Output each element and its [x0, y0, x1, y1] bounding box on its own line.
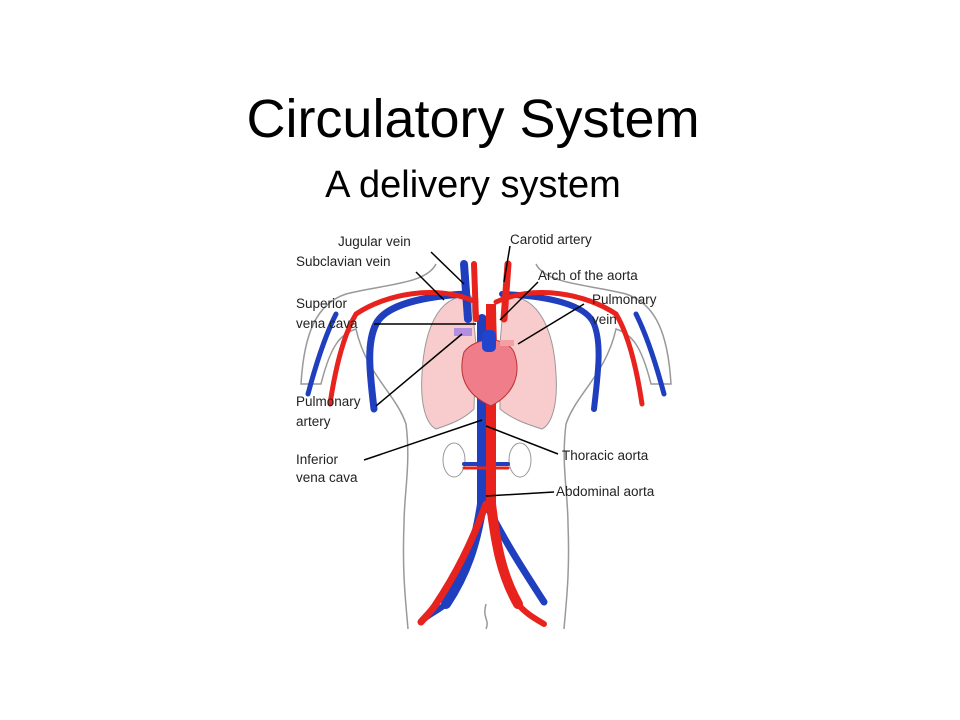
left-arm-vein — [305, 311, 339, 397]
label-pulmonary-artery-line1: Pulmonary — [296, 394, 361, 409]
label-pulmonary-vein-line2: vein — [592, 312, 617, 327]
label-inferior-vena-cava-line2: vena cava — [296, 470, 358, 485]
leader-pulmonary-artery — [375, 333, 463, 407]
label-carotid-artery: Carotid artery — [510, 232, 592, 247]
right-leg-artery — [515, 601, 547, 627]
leader-lines — [363, 245, 585, 497]
right-arm-vein — [633, 311, 667, 397]
pulmonary-trunk — [482, 330, 496, 352]
leader-jugular — [430, 251, 465, 285]
pulmonary-vessels-left — [454, 328, 472, 336]
slide-title: Circulatory System — [246, 89, 700, 149]
label-subclavian-vein: Subclavian vein — [296, 254, 391, 269]
label-superior-vena-cava-line2: vena cava — [296, 316, 358, 331]
left-kidney — [442, 442, 466, 478]
leader-thoracic-aorta — [485, 425, 559, 455]
leader-carotid — [503, 245, 511, 283]
aorta-vessel — [486, 303, 523, 609]
label-thoracic-aorta: Thoracic aorta — [562, 448, 649, 463]
label-inferior-vena-cava-line1: Inferior — [296, 452, 339, 467]
pulmonary-vessels-right — [500, 340, 514, 346]
right-subclavian-vessel — [499, 291, 602, 412]
right-kidney — [508, 442, 532, 478]
label-superior-vena-cava-line1: Superior — [296, 296, 348, 311]
leader-abdominal-aorta — [485, 491, 555, 497]
label-pulmonary-vein-line1: Pulmonary — [592, 292, 657, 307]
leader-arch — [499, 281, 539, 321]
label-abdominal-aorta: Abdominal aorta — [556, 484, 655, 499]
label-jugular-vein: Jugular vein — [338, 234, 411, 249]
right-arm-artery — [493, 290, 645, 407]
label-arch-of-aorta: Arch of the aorta — [538, 268, 638, 283]
left-carotid-vessel — [471, 261, 479, 322]
circulatory-diagram: Jugular vein Subclavian vein Superior ve… — [286, 224, 686, 634]
leader-pulmonary-vein — [517, 303, 585, 345]
right-carotid-vessel — [500, 260, 512, 323]
body-outline — [300, 263, 672, 630]
left-iliac-artery — [417, 500, 490, 626]
leader-subclavian — [415, 271, 445, 301]
label-pulmonary-artery-line2: artery — [296, 414, 331, 429]
slide-subtitle: A delivery system — [325, 164, 621, 206]
left-arm-artery — [327, 290, 479, 407]
leader-inferior-vena-cava — [363, 419, 483, 461]
